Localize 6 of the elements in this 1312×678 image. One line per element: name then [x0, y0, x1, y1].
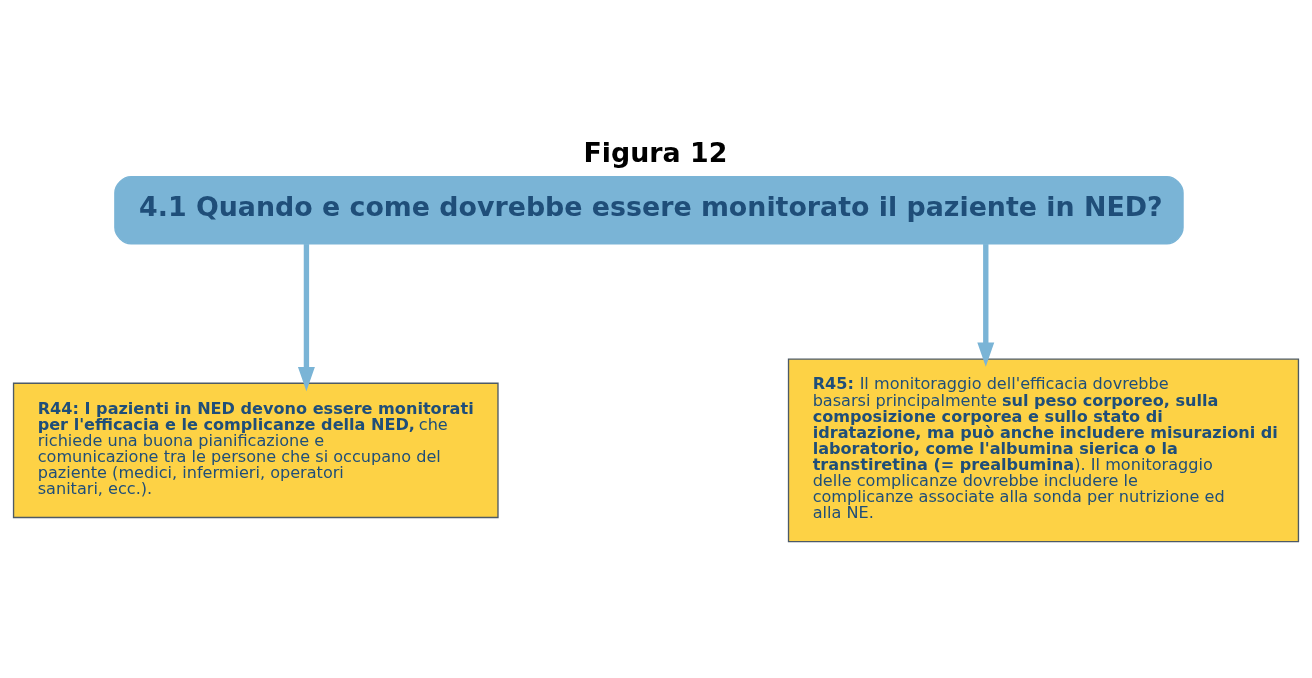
- diagram-title: Figura 12: [583, 136, 728, 168]
- arrow: [297, 244, 315, 392]
- arrow: [977, 244, 995, 367]
- node-box: R45: Il monitoraggio dell'efficacia dovrebbe basarsi principalmente sul peso corporeo, sulla composizione corporea e sullo stato di idratazione, ma può anche includere misurazioni di laboratorio, come l'albumina sierica o la transtiretina (= prealbumina). Il monitoraggio delle complicanze dovrebbe includere le complicanze associate alla sonda per nutrizione ed alla NE.: [787, 358, 1300, 543]
- node-box: R44: I pazienti in NED devono essere monitorati per l'efficacia e le complicanze della NED, che richiede una buona pianificazione e comunicazione tra le persone che si occupano del paziente (medici, infermieri, operatori sanitari, ecc.).: [12, 382, 499, 519]
- node-box: 4.1 Quando e come dovrebbe essere monitorato il paziente in NED?: [114, 175, 1184, 245]
